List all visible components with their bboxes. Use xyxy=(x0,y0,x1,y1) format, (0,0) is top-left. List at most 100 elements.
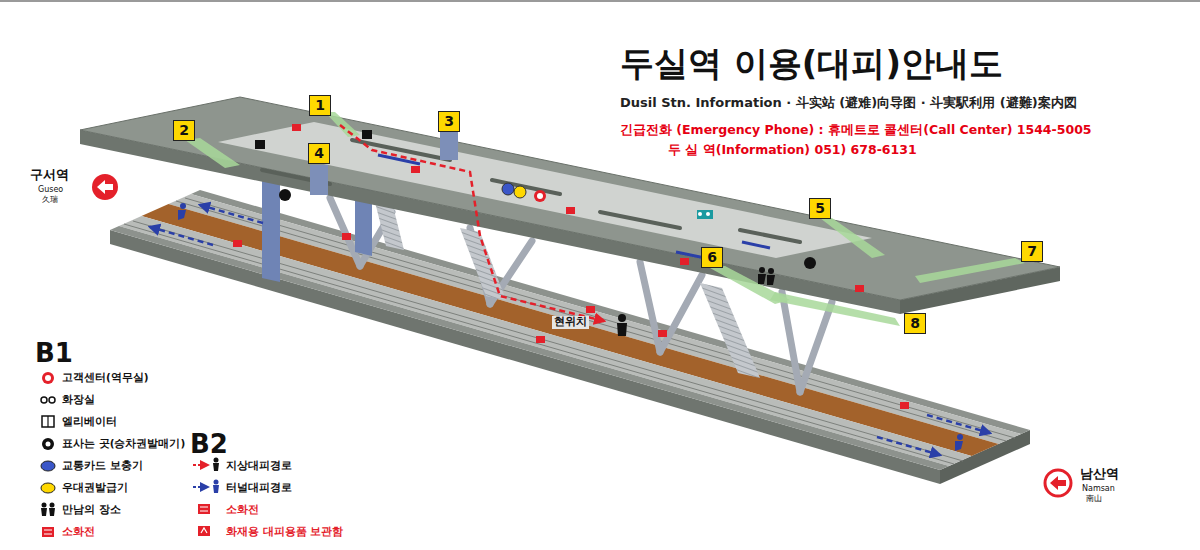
station-direction-icons xyxy=(92,174,1071,496)
facility-icons xyxy=(768,268,774,274)
station-name-en: Guseo xyxy=(38,185,63,194)
evacuation-route xyxy=(340,125,604,321)
support-pillars xyxy=(800,302,832,392)
exit-number: 5 xyxy=(809,198,831,219)
exit-number: 3 xyxy=(438,111,460,132)
legend-icons xyxy=(198,504,210,514)
hydrant-icons xyxy=(855,285,864,292)
legend-icons xyxy=(46,442,51,447)
station-name: 구서역 xyxy=(30,168,69,183)
top-rule xyxy=(0,0,1200,2)
level-heading: B2 xyxy=(190,430,228,460)
b1-concourse xyxy=(742,242,770,248)
legend-row: 소화전 xyxy=(226,503,259,517)
b1-concourse xyxy=(600,212,680,228)
legend-text: 소화전 xyxy=(226,503,259,517)
legend-icons xyxy=(41,397,47,403)
legend-row: 교통카드 보충기 xyxy=(62,459,143,473)
facility-icons xyxy=(514,186,526,198)
legend-icons xyxy=(201,528,207,533)
legend-icons xyxy=(42,527,54,537)
hydrant-icons xyxy=(680,258,689,265)
current-location: 현위치 xyxy=(552,316,589,329)
exit-number: 8 xyxy=(904,313,926,334)
station-direction-icons xyxy=(92,174,118,200)
hydrant-icons xyxy=(900,402,909,409)
exit-passages xyxy=(325,112,360,137)
exit-passages xyxy=(185,112,1025,326)
legend-text: 지상대피경로 xyxy=(226,459,292,473)
legend-text: 표사는 곳(승차권발매기) xyxy=(62,437,185,451)
running-figures xyxy=(957,434,963,440)
callout-number: 7 xyxy=(1027,244,1037,258)
legend-icons xyxy=(41,508,47,516)
running-figures xyxy=(955,441,963,451)
running-figures xyxy=(178,203,963,451)
legend-icons xyxy=(198,526,210,536)
current-location-figure xyxy=(617,323,627,336)
legend-icons xyxy=(49,508,55,516)
station-name-en: Namsan xyxy=(1082,484,1115,493)
legend-icons xyxy=(42,438,54,450)
exit-number: 1 xyxy=(309,95,331,116)
running-figures xyxy=(178,210,186,220)
level-heading: B1 xyxy=(35,339,73,369)
subtitle: Dusil Stn. Information · 斗实站 (避难)向导图 · 斗… xyxy=(620,96,1077,111)
legend-icons xyxy=(200,507,208,508)
facility-icons xyxy=(537,193,543,199)
hydrant-icons xyxy=(292,124,301,131)
hydrant-icons xyxy=(411,166,420,173)
callout-number: 4 xyxy=(314,146,324,160)
b1-concourse xyxy=(740,230,800,242)
title: 두실역 이용(대피)안내도 xyxy=(620,44,1003,83)
b1-concourse xyxy=(378,155,770,258)
hydrant-icons xyxy=(233,124,909,409)
facility-icons xyxy=(804,257,816,269)
callout-number: 1 xyxy=(315,98,325,112)
facility-icons xyxy=(697,210,713,219)
legend-icons xyxy=(42,372,54,384)
legend-row: 우대권발급기 xyxy=(62,481,128,495)
exit-number: 6 xyxy=(701,247,723,268)
exit-passages xyxy=(770,292,900,326)
exit-number: 7 xyxy=(1021,241,1043,262)
legend-icons xyxy=(42,416,54,427)
station-name-zh: 久瑞 xyxy=(42,195,58,204)
facility-icons xyxy=(698,212,702,216)
legend-icons xyxy=(42,503,47,508)
legend-row: 표사는 곳(승차권발매기) xyxy=(62,437,185,451)
legend-row: 엘리베이터 xyxy=(62,415,117,429)
legend-icons xyxy=(41,461,55,471)
exit-passages xyxy=(185,138,240,168)
hydrant-icons xyxy=(658,330,667,337)
callout-number: 2 xyxy=(179,123,189,137)
station-name-zh: 南山 xyxy=(1086,494,1102,503)
legend-text: 엘리베이터 xyxy=(62,415,117,429)
facility-icons xyxy=(502,183,514,195)
legend-text: 터널대피경로 xyxy=(226,481,292,495)
hydrant-icons xyxy=(536,336,545,343)
tunnel-routes xyxy=(150,205,990,455)
tunnel-routes xyxy=(877,437,940,455)
station-name: 남산역 xyxy=(1080,467,1119,482)
callout-number: 5 xyxy=(815,201,825,215)
hydrant-icons xyxy=(586,306,595,313)
exit-number: 4 xyxy=(308,143,330,164)
support-pillars xyxy=(640,262,660,352)
station-direction-icons xyxy=(1050,476,1066,490)
callout-number: 8 xyxy=(910,316,920,330)
legend-text: 고객센터(역무실) xyxy=(62,371,149,385)
evacuation-route xyxy=(340,125,604,321)
facility-icons xyxy=(706,212,710,216)
tunnel-routes xyxy=(927,415,990,433)
legend-icons xyxy=(50,503,55,508)
stairways xyxy=(460,228,506,300)
exit-passages xyxy=(820,218,885,258)
legend-icons xyxy=(41,483,55,493)
legend-icons xyxy=(193,486,208,488)
facility-icons xyxy=(279,189,291,201)
legend-text: 화장실 xyxy=(62,393,95,407)
elevator-shafts xyxy=(262,172,280,282)
legend-icons xyxy=(193,464,208,466)
